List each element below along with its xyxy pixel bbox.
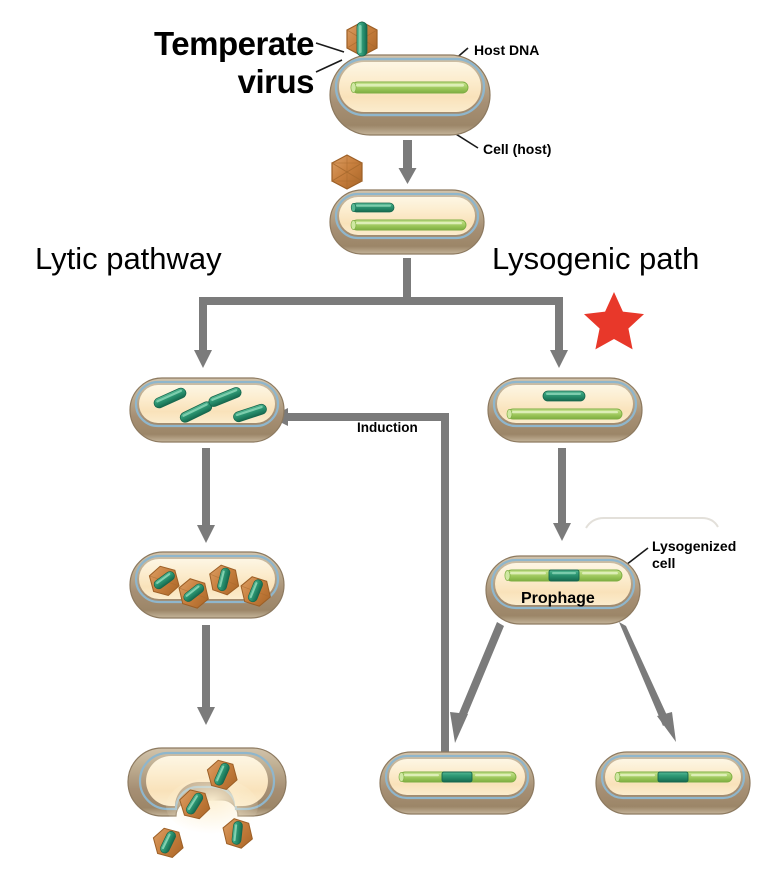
viral-dna-short [542, 390, 586, 402]
integrated-prophage-dna [398, 771, 517, 783]
arrow-injection-to-branch [403, 258, 411, 300]
stage-lysogenic-entry [487, 377, 643, 443]
arrow-lytic-to-assembly [197, 448, 215, 543]
viral-dna-copies [153, 387, 267, 423]
assembled-virions [148, 564, 271, 609]
arrow-infection-to-injection [398, 140, 417, 184]
temperate-virus-label: Temperate virus [92, 25, 314, 101]
arrow-group [194, 140, 676, 760]
leader-temperate-virus-2 [315, 59, 343, 73]
lysogenized-brace [585, 517, 719, 529]
cell-host-label: Cell (host) [483, 141, 552, 157]
stage-infection-top [329, 21, 491, 136]
lysogenized-cell-label-line2: cell [652, 555, 676, 571]
temperate-virus-label-line1: Temperate [154, 25, 314, 62]
stage-lytic-replication [129, 377, 285, 443]
arrow-branch-to-lysogenic [550, 297, 568, 368]
lysogenic-pathway-label: Lysogenic path [492, 241, 700, 276]
arrow-assembly-to-lysis [197, 625, 215, 725]
stage-lysis [127, 747, 287, 859]
integrated-prophage-dna [504, 569, 623, 582]
stage-injected [329, 154, 485, 255]
host-dna-rod [506, 408, 623, 420]
lysogenized-cell-label: Lysogenized cell [652, 538, 736, 572]
temperate-virus-label-line2: virus [237, 63, 315, 100]
arrow-branch-to-lytic [194, 297, 212, 368]
red-star-highlight [584, 292, 644, 350]
temperate-virus-particle [346, 21, 378, 57]
arrow-lysogenic-to-prophage [553, 448, 571, 541]
prophage-label: Prophage [521, 590, 595, 607]
stage-lytic-assembly [129, 551, 285, 619]
host-dna-label: Host DNA [474, 42, 540, 58]
host-dna-rod [350, 81, 469, 94]
stage-daughter-left [379, 751, 535, 815]
released-virions [152, 759, 253, 859]
lytic-pathway-label: Lytic pathway [35, 241, 222, 276]
free-virus-particle [330, 154, 364, 190]
viral-dna-short [350, 202, 395, 213]
arrow-induction [270, 408, 449, 760]
induction-label: Induction [357, 420, 418, 435]
arrow-branch-bar [199, 297, 563, 305]
integrated-prophage-dna [614, 771, 733, 783]
stage-daughter-right [595, 751, 751, 815]
lysogenized-cell-label-line1: Lysogenized [652, 538, 737, 554]
arrow-prophage-to-daughter-left [450, 622, 504, 743]
leader-temperate-virus-1 [315, 42, 345, 53]
arrow-prophage-to-daughter-right [619, 622, 676, 742]
stage-prophage [485, 555, 641, 625]
host-dna-rod [350, 219, 467, 231]
